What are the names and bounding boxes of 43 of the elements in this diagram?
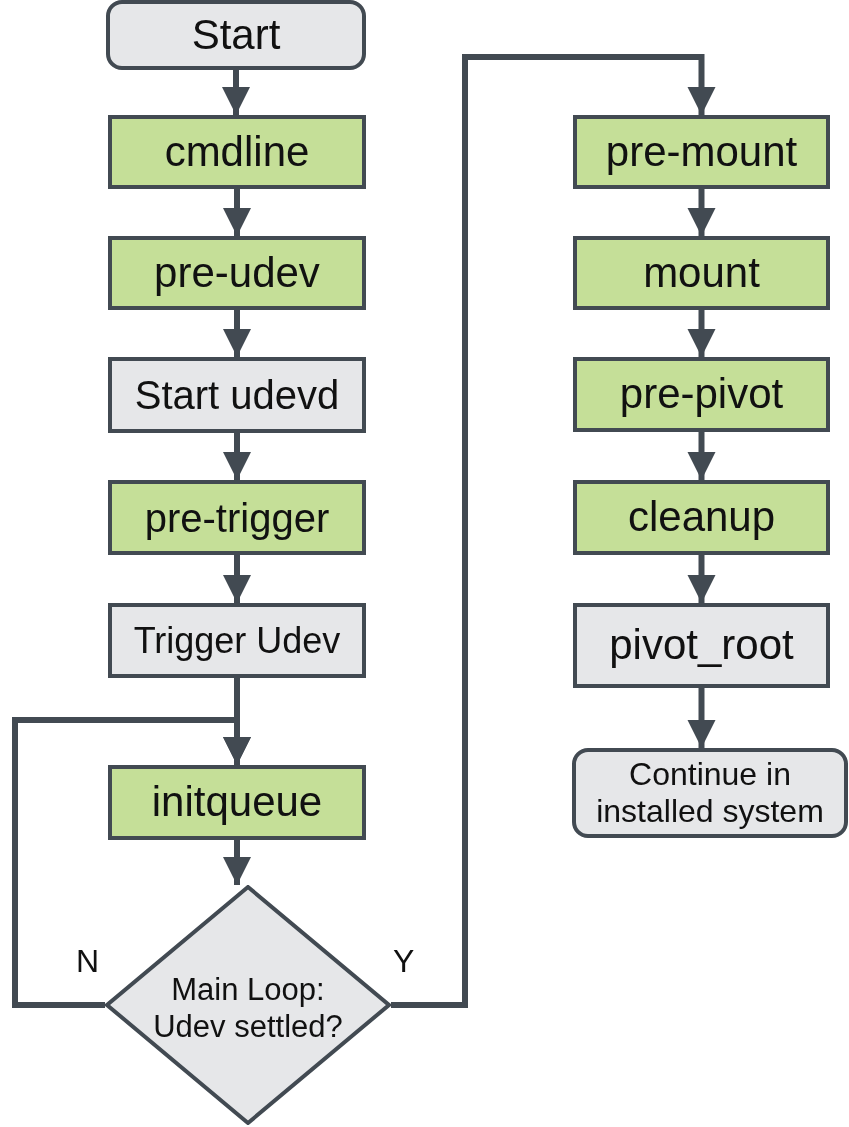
- node-label: pre-trigger: [144, 494, 330, 541]
- arrow: [687, 688, 716, 748]
- node-label: cmdline: [164, 127, 310, 177]
- arrow: [687, 555, 716, 603]
- node-label: pre-pivot: [619, 370, 784, 419]
- terminal-box: [572, 748, 848, 838]
- arrow: [687, 432, 716, 480]
- arrow: [223, 310, 251, 357]
- arrow: [223, 433, 251, 480]
- decision-diamond: [105, 885, 391, 1125]
- process-box: [573, 115, 830, 189]
- node-label: pivot_root: [609, 621, 794, 670]
- edge-label: N: [76, 945, 100, 977]
- process-box: [573, 603, 830, 688]
- arrow: [12, 717, 251, 1008]
- decision-label: Main Loop: Udev settled?: [152, 970, 344, 1046]
- terminal-box: [106, 0, 366, 70]
- node-label: Start: [191, 10, 281, 60]
- node-label: Start udevd: [134, 372, 340, 418]
- process-box: [108, 115, 366, 189]
- process-box: [573, 357, 830, 432]
- arrow: [687, 189, 716, 236]
- process-box: [108, 765, 366, 840]
- arrow: [391, 54, 716, 1008]
- process-box: [108, 357, 366, 433]
- process-box: [108, 236, 366, 310]
- node-label: pre-mount: [605, 127, 798, 177]
- arrow: [222, 70, 250, 115]
- process-box: [108, 480, 366, 555]
- node-label: mount: [643, 248, 760, 298]
- node-label: pre-udev: [154, 248, 320, 298]
- arrow: [223, 189, 251, 236]
- arrow: [687, 310, 716, 357]
- node-label: Trigger Udev: [133, 619, 341, 662]
- edge-label: Y: [393, 945, 415, 977]
- process-box: [573, 236, 830, 310]
- node-label: cleanup: [627, 493, 776, 542]
- process-box: [108, 603, 366, 678]
- arrow: [223, 840, 251, 885]
- process-box: [573, 480, 830, 555]
- node-label: Continue in installed system: [595, 756, 825, 830]
- arrow: [223, 555, 251, 603]
- node-label: initqueue: [151, 778, 323, 827]
